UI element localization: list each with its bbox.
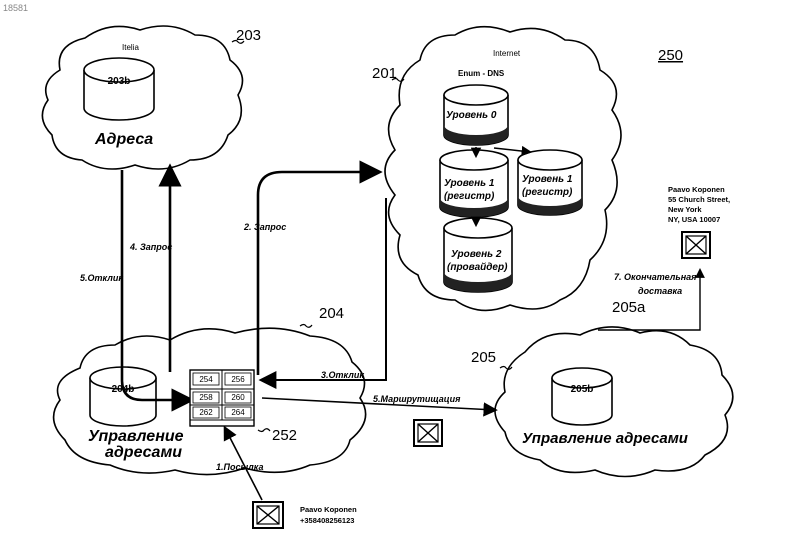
label-level1b-2: (регистр)	[522, 187, 573, 198]
cloud-title-internet: Internet	[493, 49, 521, 58]
label-level1b-1: Уровень 1	[522, 174, 573, 185]
label-level0: Уровень 0	[446, 110, 497, 121]
arrow-label-3: 3.Отклик	[321, 370, 364, 380]
address-top-line2: 55 Church Street,	[668, 195, 730, 204]
db-label-205b: 205b	[571, 384, 594, 395]
db-label-204b: 204b	[112, 384, 135, 395]
address-top-line4: NY, USA 10007	[668, 215, 720, 224]
ref-203: 203	[236, 27, 261, 44]
envelope-icon-bottom	[253, 502, 283, 528]
grid-cell-254: 254	[199, 375, 213, 384]
ref-204: 204	[319, 305, 344, 322]
ref-leader-204	[300, 325, 312, 328]
ref-205a: 205a	[612, 299, 646, 316]
cloud-title-italia: Itelia	[122, 43, 139, 52]
label-mgmt-right: Управление адресами	[522, 430, 688, 447]
grid-cell-264: 264	[231, 408, 245, 417]
ref-201: 201	[372, 65, 397, 82]
envelope-icon-middle	[414, 420, 442, 446]
label-level2-1: Уровень 2	[451, 249, 502, 260]
address-bottom-line2: +358408256123	[300, 516, 354, 525]
arrow-label-5-routing: 5.Маршрутищация	[373, 394, 461, 404]
database-205b	[552, 368, 612, 425]
envelope-icon-top	[682, 232, 710, 258]
label-level1a-2: (регистр)	[444, 191, 495, 202]
label-level1a-1: Уровень 1	[444, 178, 495, 189]
address-bottom-line1: Paavo Koponen	[300, 505, 357, 514]
label-addresses: Адреса	[94, 131, 153, 148]
arrow-label-4: 4. Запрос	[129, 242, 172, 252]
corner-id: 18581	[3, 3, 28, 13]
arrow-label-7-1: 7. Окончательная	[614, 272, 697, 282]
grid-cell-256: 256	[231, 375, 245, 384]
address-top-line1: Paavo Koponen	[668, 185, 725, 194]
ref-252: 252	[272, 427, 297, 444]
arrow-label-7-2: доставка	[638, 286, 682, 296]
arrow-label-5: 5.Отклик	[80, 273, 123, 283]
label-mgmt-left-1: Управление	[88, 428, 184, 445]
arrow-label-1: 1.Посылка	[216, 462, 263, 472]
cloud-mgmt-right	[495, 327, 733, 477]
db-label-203b: 203b	[108, 76, 131, 87]
ref-205: 205	[471, 349, 496, 366]
cloud-title-enum-dns: Enum - DNS	[458, 69, 505, 78]
label-mgmt-left-2: адресами	[105, 444, 182, 461]
figure-number: 250	[658, 47, 683, 64]
arrow-label-2: 2. Запрос	[243, 222, 286, 232]
database-203b	[84, 58, 154, 120]
grid-cell-258: 258	[199, 393, 213, 402]
grid-cell-260: 260	[231, 393, 245, 402]
label-level2-2: (провайдер)	[447, 262, 508, 273]
address-top-line3: New York	[668, 205, 702, 214]
grid-cell-262: 262	[199, 408, 213, 417]
